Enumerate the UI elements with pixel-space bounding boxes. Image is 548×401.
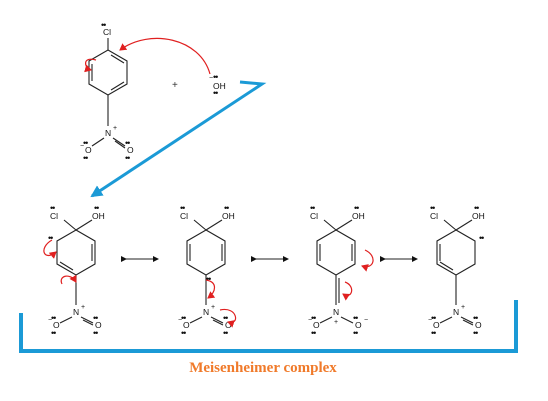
lone-pair: •• [101,20,106,30]
curved-arrow [205,279,216,299]
lone-pair: •• [353,313,358,323]
lone-pair: •• [224,203,229,213]
lone-pair: •• [223,313,228,323]
lone-pair: •• [181,313,186,323]
reagent-hydroxide: − •• OH •• [209,72,226,98]
atom-n: N [333,307,339,317]
lone-pair: •• [94,203,99,213]
lone-pair: •• [213,88,218,98]
atom-oh: OH [92,211,105,221]
resonance-structure-1: •• Cl OH •• •• N + O O − •• •• •• •• [43,203,105,338]
lone-pair: •• [48,233,53,243]
o-charge: − [428,317,432,324]
atom-o: O [85,145,92,155]
lone-pair: •• [181,328,186,338]
lone-pair: •• [93,328,98,338]
resonance-bracket [19,300,518,353]
o-charge: − [48,317,52,324]
atom-o: O [183,320,190,330]
oh-charge: − [209,75,213,82]
n-charge: + [334,319,338,326]
atom-cl: Cl [103,27,111,37]
resonance-structure-2: •• Cl OH •• •• N + O O − •• •• •• •• [178,203,237,338]
atom-cl: Cl [180,211,188,221]
atom-n: N [203,307,209,317]
curved-arrow [43,239,57,259]
lone-pair: •• [180,203,185,213]
atom-cl: Cl [50,211,58,221]
resonance-structure-4: •• Cl OH •• •• N + O O − •• •• •• •• [428,203,485,338]
lone-pair: •• [474,203,479,213]
atom-o: O [53,320,60,330]
lone-pair: •• [223,328,228,338]
o-charge: − [308,317,312,324]
n-charge: + [81,304,85,311]
atom-o: O [433,320,440,330]
lone-pair: •• [311,328,316,338]
atom-cl: Cl [310,211,318,221]
n-charge: + [461,304,465,311]
atom-oh: OH [472,211,485,221]
curved-arrow [84,58,97,73]
lone-pair: •• [206,274,211,284]
curved-arrow [219,308,237,328]
atom-o: O [95,320,102,330]
lone-pair: •• [479,233,484,243]
lone-pair: •• [51,328,56,338]
lone-pair: •• [93,313,98,323]
curved-arrow [119,37,211,75]
atom-o: O [127,145,134,155]
resonance-structure-3: •• Cl OH •• N + O O − − •• •• •• •• [308,203,374,338]
atom-cl: Cl [430,211,438,221]
lone-pair: •• [354,203,359,213]
lone-pair: •• [353,328,358,338]
lone-pair: •• [125,138,130,148]
lone-pair: •• [51,313,56,323]
n-charge: + [211,304,215,311]
caption-meisenheimer-complex: Meisenheimer complex [189,360,337,376]
atom-o: O [355,320,362,330]
reaction-arrow [90,80,267,198]
lone-pair: •• [83,153,88,163]
atom-n: N [73,307,79,317]
o-charge: − [80,143,84,150]
lone-pair: •• [431,313,436,323]
lone-pair: •• [83,138,88,148]
lone-pair: •• [213,72,218,82]
atom-n: N [105,128,111,138]
atom-n: N [453,307,459,317]
n-charge: + [113,125,117,132]
o-charge: − [364,317,368,324]
lone-pair: •• [50,203,55,213]
atom-oh: OH [222,211,235,221]
lone-pair: •• [125,153,130,163]
lone-pair: •• [473,328,478,338]
curved-arrow [60,274,77,285]
reactant-chloronitrobenzene: •• Cl N + O O − •• •• •• •• [80,20,211,163]
lone-pair: •• [430,203,435,213]
atom-oh: OH [213,81,226,91]
atom-oh: OH [352,211,365,221]
lone-pair: •• [310,203,315,213]
atom-o: O [475,320,482,330]
atom-o: O [313,320,320,330]
lone-pair: •• [311,313,316,323]
curved-arrow [342,281,353,301]
lone-pair: •• [431,328,436,338]
curved-arrow [361,249,374,272]
o-charge: − [178,317,182,324]
lone-pair: •• [473,313,478,323]
reaction-plus: + [172,80,178,91]
